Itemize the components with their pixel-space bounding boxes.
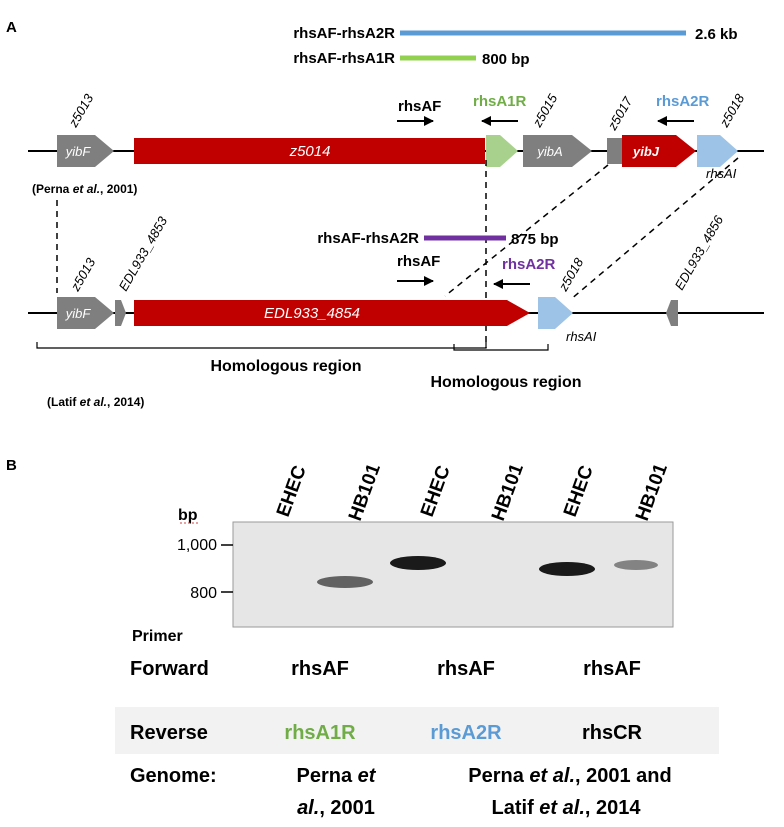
gene-yibF-latif (57, 297, 114, 329)
gene-EDL933_4856 (666, 300, 678, 326)
gene-EDL933_4854-label: EDL933_4854 (264, 305, 360, 322)
product-size-800bp: 800 bp (482, 51, 530, 68)
gene-yibF-latif-label: yibF (65, 306, 92, 321)
forward-value-2: rhsAF (437, 658, 495, 680)
primer-heading: Primer (132, 628, 183, 645)
bp-label: bp (178, 507, 198, 524)
tag-EDL933_4856: EDL933_4856 (672, 212, 727, 292)
gene-yibJ-label: yibJ (632, 144, 660, 159)
gene-EDL933_4853 (115, 300, 126, 326)
gene-rhsAI-latif (538, 297, 573, 329)
product-size-2-6kb: 2.6 kb (695, 26, 738, 43)
lane-label-4: HB101 (488, 461, 528, 524)
genome-2-line1: Perna et al., 2001 and (468, 765, 671, 787)
marker-800: 800 (190, 585, 217, 602)
product-size-875bp: 875 bp (511, 231, 559, 248)
gel-image (232, 521, 674, 628)
forward-value-3: rhsAF (583, 658, 641, 680)
gene-yibF-perna (57, 135, 114, 167)
band-lane-2 (317, 576, 373, 588)
forward-value-1: rhsAF (291, 658, 349, 680)
dashed-yibJ-link (444, 164, 609, 297)
homologous-bracket-2 (453, 344, 549, 351)
panel-a-label: A (6, 19, 17, 36)
marker-1000: 1,000 (177, 537, 217, 554)
product-label-2-6kb: rhsAF-rhsA2R (293, 25, 395, 42)
genome-label: Genome: (130, 765, 217, 787)
forward-label: Forward (130, 658, 209, 680)
homologous-bracket-1 (36, 342, 487, 349)
primer-rhsA2R-perna-label: rhsA2R (656, 93, 710, 110)
primer-rhsAF-perna-label: rhsAF (398, 98, 441, 115)
reverse-row-bg (115, 707, 719, 754)
gene-EDL933_4854 (134, 300, 530, 326)
band-lane-3 (390, 556, 446, 570)
gene-yibA (523, 135, 592, 167)
reverse-label: Reverse (130, 722, 208, 744)
genome-2-line2: Latif et al., 2014 (492, 797, 642, 819)
reverse-value-2: rhsA2R (430, 722, 502, 744)
product-label-800bp: rhsAF-rhsA1R (293, 50, 395, 67)
dashed-rhsAI-link (569, 157, 739, 301)
primer-rhsA1R-label: rhsA1R (473, 93, 527, 110)
tag-z5013-perna: z5013 (65, 91, 97, 131)
product-label-875bp: rhsAF-rhsA2R (317, 230, 419, 247)
lane-label-6: HB101 (632, 461, 672, 524)
gene-rhsA1R-site (486, 135, 518, 167)
gene-yibA-label: yibA (536, 144, 562, 159)
tag-z5017: z5017 (604, 94, 636, 134)
primer-rhsAF-latif-label: rhsAF (397, 253, 440, 270)
tag-z5018-latif: z5018 (555, 255, 587, 295)
gene-z5014 (134, 138, 485, 164)
gene-z5014-label: z5014 (289, 143, 331, 160)
lane-label-2: HB101 (345, 461, 385, 524)
lane-label-5: EHEC (560, 463, 598, 520)
primer-rhsA2R-latif-label: rhsA2R (502, 256, 556, 273)
gene-rhsAI-perna-label: rhsAI (706, 166, 737, 181)
genome-1-line1: Perna et (297, 765, 377, 787)
gene-rhsAI-latif-label: rhsAI (566, 329, 597, 344)
homologous-region-label-1: Homologous region (210, 358, 361, 375)
tag-EDL933_4853: EDL933_4853 (116, 213, 171, 293)
reverse-value-1: rhsA1R (284, 722, 356, 744)
band-lane-6 (614, 560, 658, 570)
lane-label-1: EHEC (273, 463, 311, 520)
homologous-region-label-2: Homologous region (430, 374, 581, 391)
gene-z5017 (607, 138, 622, 164)
lane-label-3: EHEC (417, 463, 455, 520)
band-lane-5 (539, 562, 595, 576)
panel-b-label: B (6, 457, 17, 474)
tag-z5015: z5015 (529, 91, 561, 131)
tag-z5013-latif: z5013 (67, 255, 99, 295)
citation-latif: (Latif et al., 2014) (47, 395, 144, 409)
citation-perna: (Perna et al., 2001) (32, 182, 137, 196)
gene-yibF-perna-label: yibF (65, 144, 92, 159)
genome-1-line2: al., 2001 (297, 797, 375, 819)
gene-rhsAI-perna (697, 135, 738, 167)
tag-z5018-perna: z5018 (716, 91, 748, 131)
gene-yibJ (622, 135, 696, 167)
reverse-value-3: rhsCR (582, 722, 643, 744)
